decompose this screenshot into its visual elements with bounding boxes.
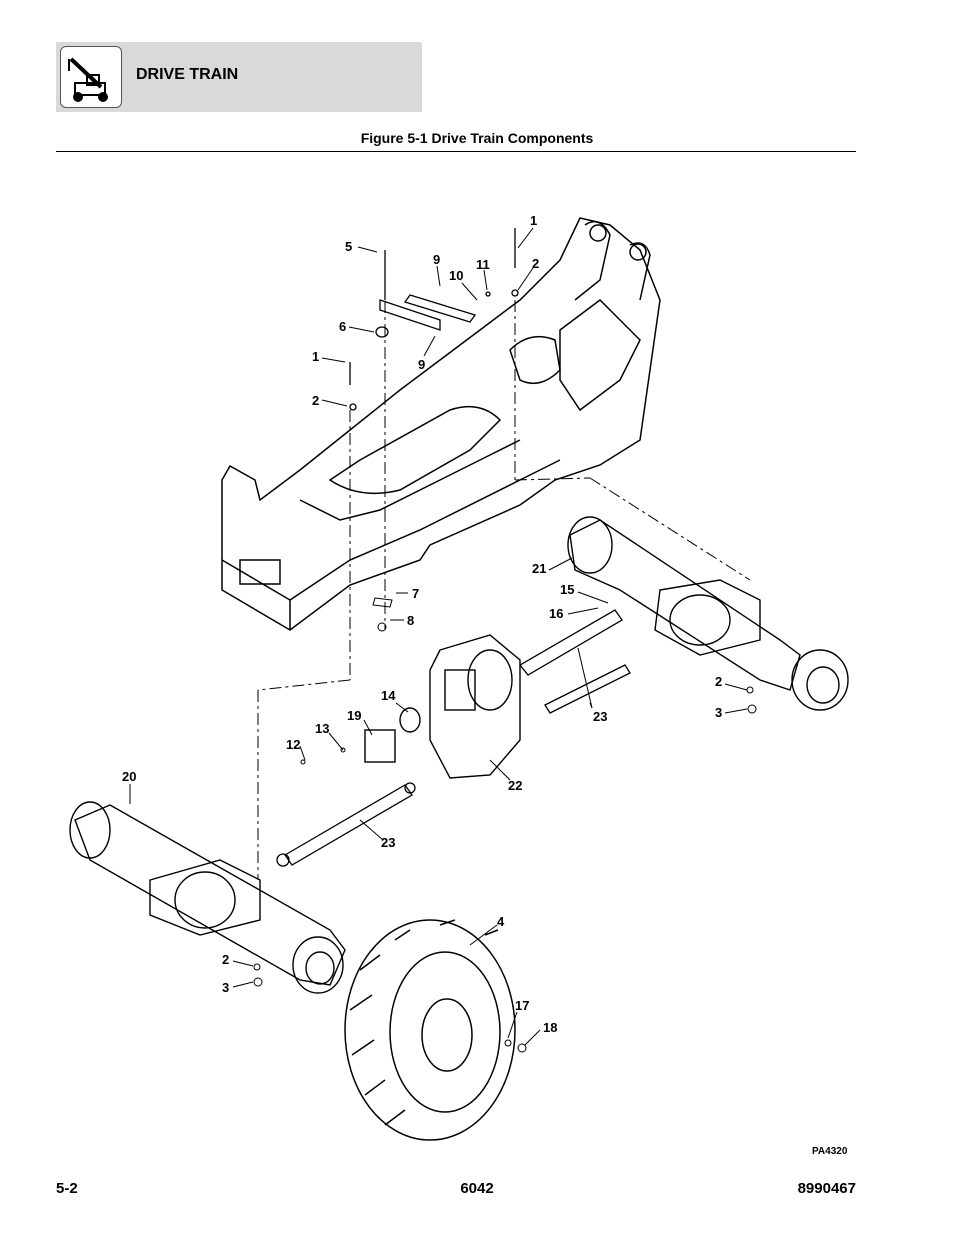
callout-22: 22 <box>508 778 522 793</box>
callout-23-upper: 23 <box>593 709 607 724</box>
callout-15: 15 <box>560 582 574 597</box>
frame-chassis <box>221 217 661 631</box>
leader-lines <box>129 227 748 1046</box>
callout-5: 5 <box>345 239 352 254</box>
telehandler-icon <box>60 46 122 108</box>
drive-shafts <box>276 609 631 867</box>
callout-1-left: 1 <box>312 349 319 364</box>
callout-2-right: 2 <box>715 674 722 689</box>
callout-7: 7 <box>412 586 419 601</box>
callout-2-lower: 2 <box>222 952 229 967</box>
callout-3-lower: 3 <box>222 980 229 995</box>
callout-1-top: 1 <box>530 213 537 228</box>
upper-brackets <box>349 228 519 411</box>
section-header: DRIVE TRAIN <box>56 42 422 112</box>
front-axle <box>69 801 346 994</box>
wheel-tire <box>344 919 516 1141</box>
callout-10: 10 <box>449 268 463 283</box>
callout-2-left: 2 <box>312 393 319 408</box>
callout-9-top: 9 <box>433 252 440 267</box>
callout-9-bottom: 9 <box>418 357 425 372</box>
callout-8: 8 <box>407 613 414 628</box>
hardware-small <box>253 597 757 1053</box>
header-rule <box>56 151 856 152</box>
callout-23-lower: 23 <box>381 835 395 850</box>
exploded-parts-diagram: 1 2 5 9 10 11 6 9 1 2 21 15 16 7 8 14 19… <box>69 213 849 1141</box>
callout-20: 20 <box>122 769 136 784</box>
callout-4: 4 <box>497 914 505 929</box>
callout-17: 17 <box>515 998 529 1013</box>
callout-2-top: 2 <box>532 256 539 271</box>
callout-21: 21 <box>532 561 546 576</box>
callout-16: 16 <box>549 606 563 621</box>
callout-13: 13 <box>315 721 329 736</box>
section-title: DRIVE TRAIN <box>136 66 239 83</box>
figure-title: Figure 5-1 Drive Train Components <box>360 130 594 146</box>
transfer-case <box>364 634 521 779</box>
callout-11: 11 <box>476 257 490 272</box>
callout-12: 12 <box>286 737 300 752</box>
rear-axle <box>567 516 849 711</box>
callout-18: 18 <box>543 1020 557 1035</box>
callout-3-right: 3 <box>715 705 722 720</box>
model-number: 6042 <box>460 1180 494 1197</box>
callout-numbers: 1 2 5 9 10 11 6 9 1 2 21 15 16 7 8 14 19… <box>122 213 722 1035</box>
callout-19: 19 <box>347 708 361 723</box>
callout-14: 14 <box>381 688 396 703</box>
callout-6: 6 <box>339 319 346 334</box>
assembly-centerlines <box>257 255 751 880</box>
figure-code: PA4320 <box>812 1146 848 1157</box>
page-number: 5-2 <box>56 1180 78 1197</box>
manual-part-number: 8990467 <box>797 1180 856 1197</box>
